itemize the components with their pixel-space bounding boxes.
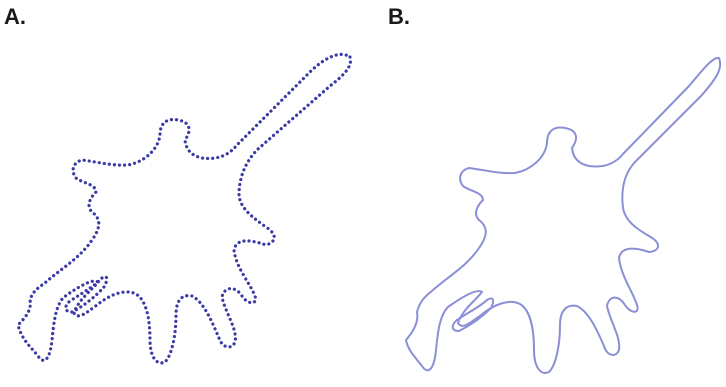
dotted-cell-contour <box>18 54 350 362</box>
cell-outline-solid <box>363 0 726 387</box>
solid-inner-contour <box>453 298 493 331</box>
panel-b: B. <box>363 0 726 387</box>
panel-a: A. <box>0 0 363 387</box>
cell-outline-dotted <box>0 0 363 387</box>
